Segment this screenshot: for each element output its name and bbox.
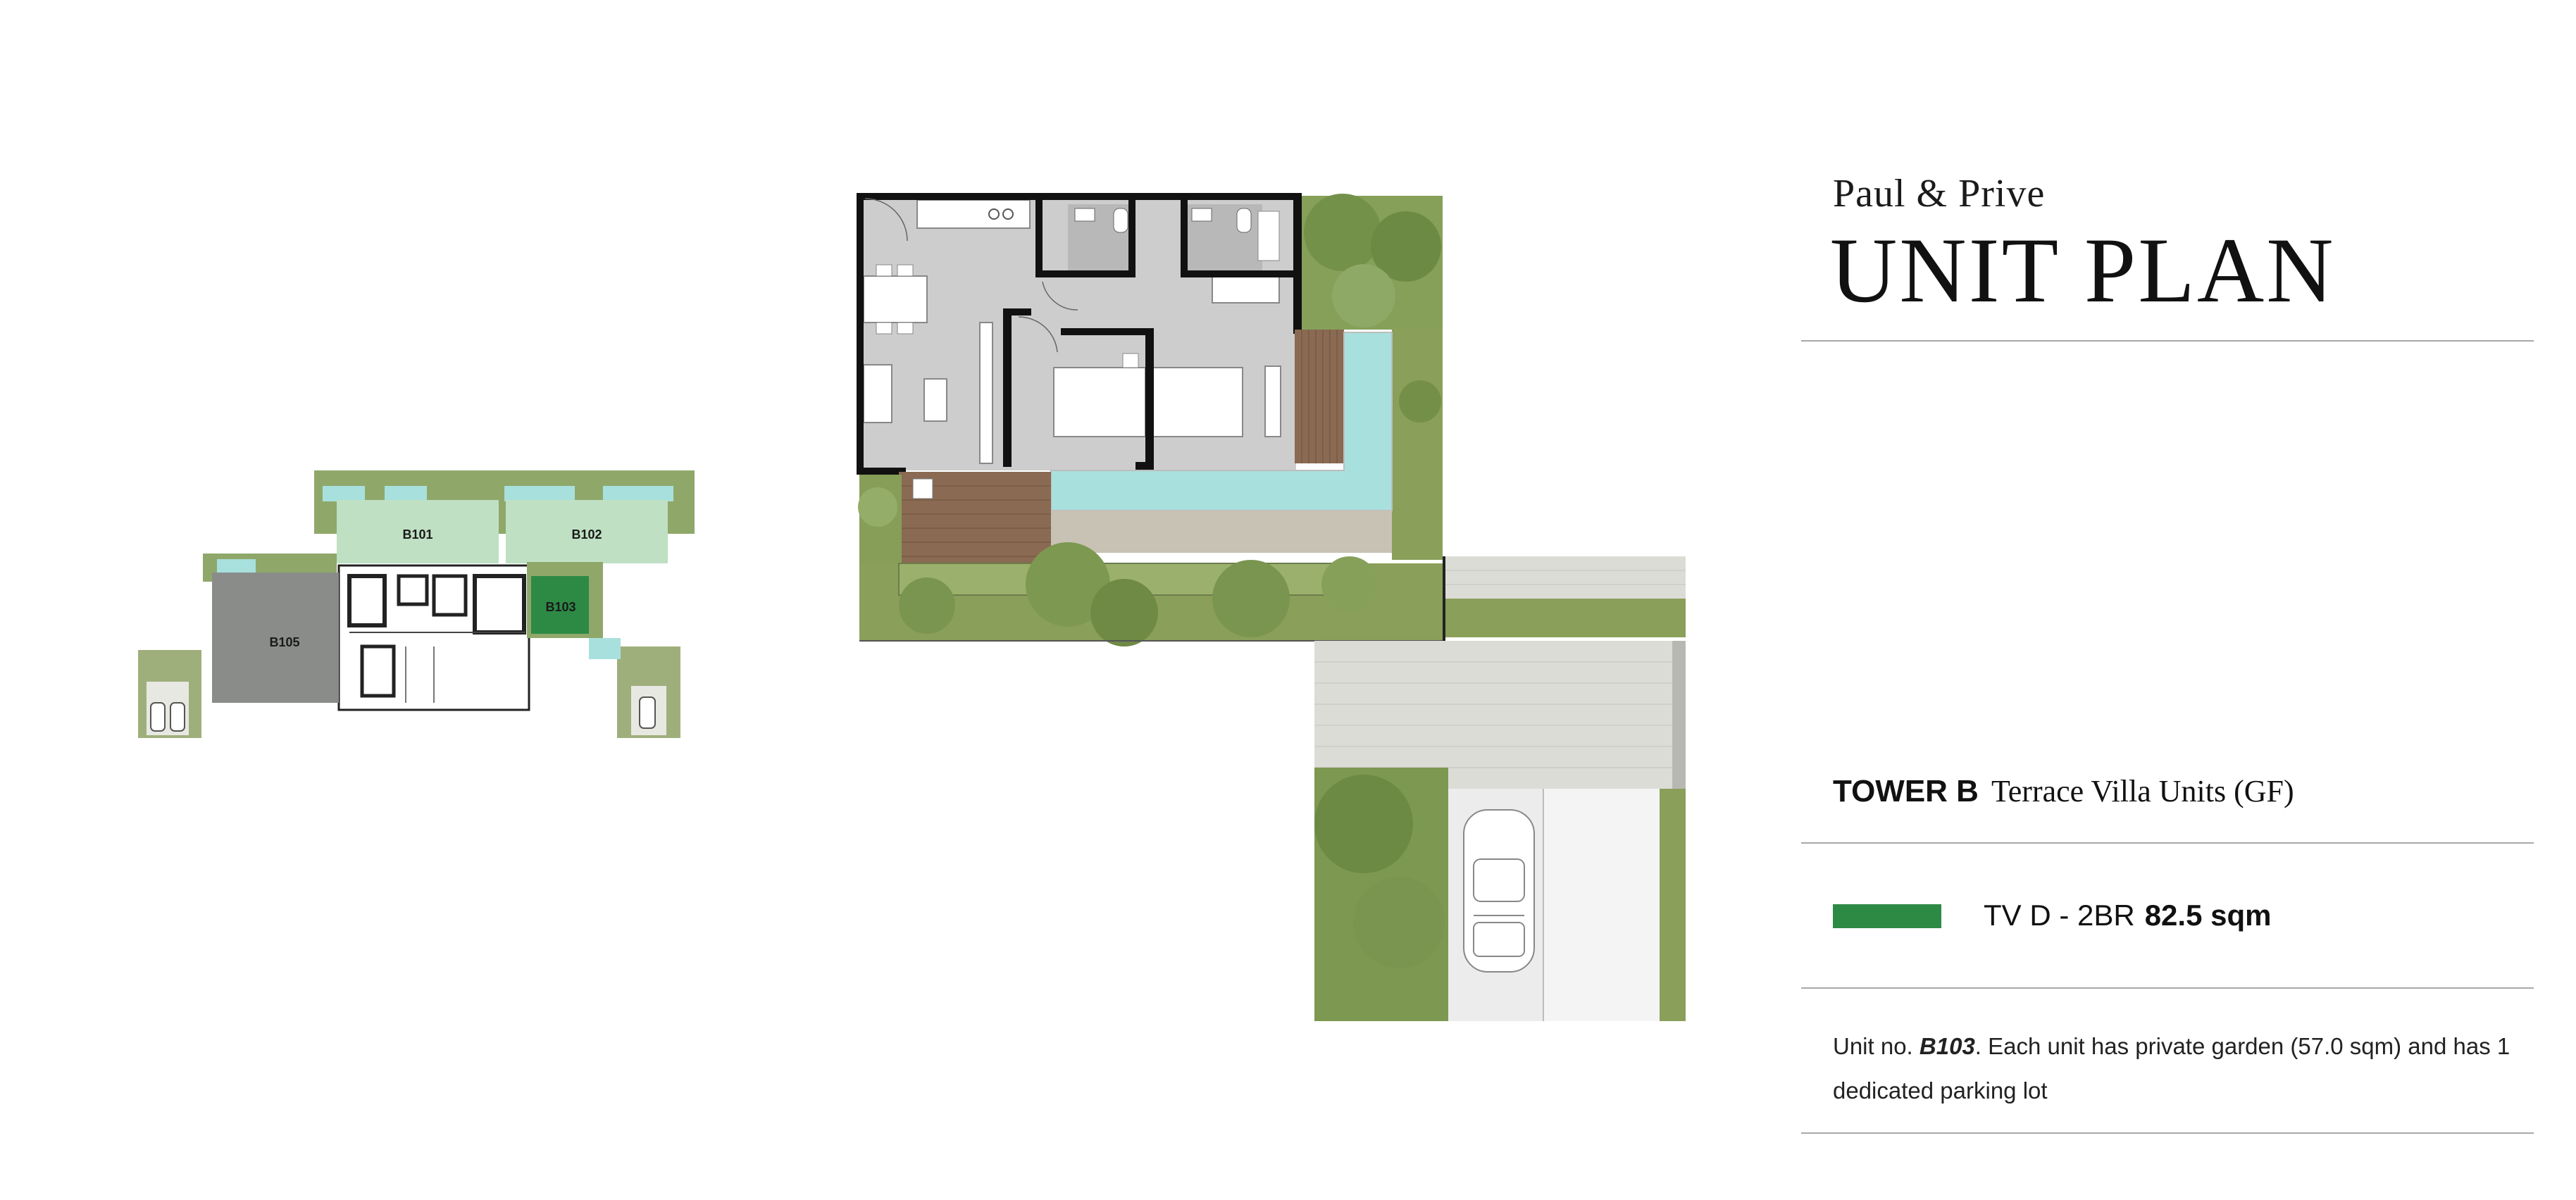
key-plan-label-b101: B101 [402, 527, 433, 542]
legend-swatch [1833, 904, 1941, 928]
key-plan-label-b103: B103 [545, 600, 575, 614]
key-plan: B101 B102 B103 B105 [138, 470, 695, 738]
tower-name: TOWER B [1833, 774, 1979, 808]
divider-tower [1801, 842, 2534, 844]
unit-walls [857, 193, 1302, 475]
unit-type-label: TV D - 2BR [1984, 899, 2135, 932]
desc-rest: . Each unit has private garden (57.0 sqm… [1833, 1033, 2510, 1104]
unit-area: 82.5 sqm [2144, 899, 2272, 932]
garden-right-strip [1443, 599, 1686, 637]
divider-bottom [1801, 1132, 2534, 1134]
key-plan-unit-b105 [212, 573, 339, 703]
page-title: UNIT PLAN [1830, 218, 2336, 322]
floor-plan [857, 193, 1686, 1021]
key-plan-unit-b103 [531, 576, 589, 634]
tower-heading: TOWER B Terrace Villa Units (GF) [1833, 773, 2294, 809]
divider-top [1801, 340, 2534, 342]
divider-legend [1801, 987, 2534, 989]
desc-prefix: Unit no. [1833, 1033, 1913, 1059]
timber-deck [1295, 330, 1344, 463]
key-plan-label-b105: B105 [269, 635, 299, 649]
legend-unit-type: TV D - 2BR 82.5 sqm [1984, 899, 2271, 932]
key-plan-label-b102: B102 [571, 527, 602, 542]
car-icon [1463, 809, 1535, 973]
tower-type: Terrace Villa Units (GF) [1991, 774, 2294, 808]
parking-paving [1314, 641, 1686, 789]
paving-strip [1051, 511, 1392, 553]
desc-unit-no: B103 [1919, 1033, 1975, 1059]
paving-top [1443, 556, 1686, 599]
key-plan-unit-b102 [506, 500, 668, 563]
key-plan-unit-b101 [337, 500, 499, 563]
brand-name: Paul & Prive [1833, 172, 2046, 215]
unit-description: Unit no. B103. Each unit has private gar… [1833, 1024, 2523, 1113]
